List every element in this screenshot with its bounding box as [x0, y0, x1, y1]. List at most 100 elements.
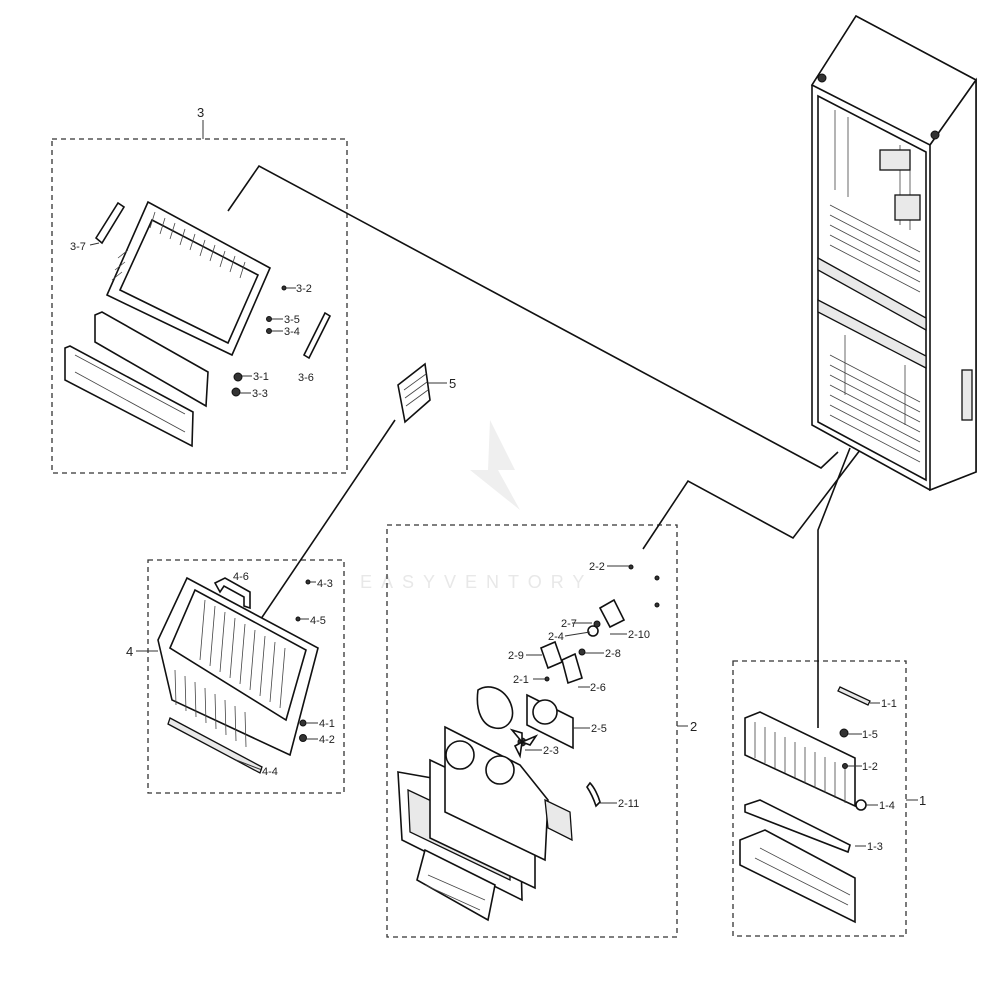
part-2-bottom-duct	[416, 848, 496, 922]
part-4-6-handle	[213, 577, 251, 610]
label-4-6: 4-6	[233, 571, 249, 583]
group-4-basket	[157, 576, 319, 774]
part-2-10-mount	[598, 598, 626, 629]
part-3-3-bolt	[231, 387, 241, 397]
part-2-9-bracket	[539, 640, 564, 670]
drawer-basket-mesh	[111, 211, 246, 281]
part-evaporator	[744, 711, 856, 808]
part-5-plate	[397, 362, 431, 424]
label-3-4: 3-4	[284, 326, 300, 338]
part-2-4-grommet	[587, 625, 599, 637]
part-2-screw-c	[654, 602, 660, 608]
cabinet-side-vent	[961, 369, 973, 421]
label-2-1: 2-1	[513, 674, 529, 686]
part-2-housing-port-a	[445, 740, 475, 770]
label-3-1: 3-1	[253, 371, 269, 383]
label-2-6: 2-6	[590, 682, 606, 694]
cabinet-hinge-left	[817, 73, 827, 83]
group-box-1	[732, 660, 907, 937]
watermark: EASYVENTORY	[360, 420, 584, 592]
part-labels: 3 5 4 2 1 3-7 3-2 3-5 3-4 3-6 3-1 3-3 4-…	[70, 105, 926, 853]
part-4-1-screw	[299, 719, 307, 727]
label-1-4: 1-4	[879, 800, 895, 812]
part-3-4-clip	[266, 328, 272, 334]
cabinet-side	[929, 77, 977, 492]
part-2-5-motor	[532, 699, 558, 725]
part-2-housing-port-b	[485, 755, 515, 785]
label-3-5: 3-5	[284, 314, 300, 326]
part-4-3-pin	[305, 579, 311, 585]
connector-group-5	[239, 419, 396, 651]
label-2-8: 2-8	[605, 648, 621, 660]
label-1-2: 1-2	[862, 761, 878, 773]
part-1-5-clip	[839, 728, 849, 738]
part-3-1-screw	[233, 372, 243, 382]
part-4-5-pin	[295, 616, 301, 622]
label-4-3: 4-3	[317, 578, 333, 590]
group-1-heater-assembly	[739, 686, 871, 924]
group-label-3: 3	[197, 105, 204, 120]
part-2-gasket	[544, 798, 573, 842]
group-3-drawer	[64, 200, 332, 448]
cabinet-mullion	[817, 298, 927, 370]
part-2-7-nut	[593, 620, 601, 628]
basket-ribs	[174, 599, 286, 748]
part-2-fan-duct	[476, 686, 514, 730]
cabinet-hinge-right	[930, 130, 940, 140]
label-4-2: 4-2	[319, 734, 335, 746]
part-3-2-pin	[281, 285, 287, 291]
cabinet-control-box	[879, 149, 911, 171]
leader-lines	[89, 120, 918, 847]
part-basket-inner	[168, 588, 307, 722]
evaporator-fins	[754, 722, 846, 803]
label-1-3: 1-3	[867, 841, 883, 853]
part-5-bracket	[397, 362, 431, 424]
part-3-6-rail	[302, 311, 332, 360]
part-2-3-fan-blade	[509, 728, 539, 759]
connector-group-3	[227, 164, 839, 469]
group-label-5: 5	[449, 376, 456, 391]
label-2-9: 2-9	[508, 650, 524, 662]
label-2-2: 2-2	[589, 561, 605, 573]
label-2-11: 2-11	[618, 798, 639, 810]
label-2-4: 2-4	[548, 631, 564, 643]
drawer-cover-lines	[74, 354, 186, 433]
connector-lines	[227, 164, 871, 728]
part-drawer-cover	[64, 345, 194, 448]
cabinet-divider	[817, 256, 927, 332]
label-4-5: 4-5	[310, 615, 326, 627]
part-1-1-rod	[837, 686, 871, 706]
cabinet-sensor	[894, 194, 921, 221]
refrigerator-cabinet	[810, 14, 978, 492]
part-2-6-bracket	[561, 652, 583, 685]
group-label-4: 4	[126, 644, 133, 659]
group-label-1: 1	[919, 793, 926, 808]
part-drawer-front-frame	[94, 311, 209, 408]
label-3-2: 3-2	[296, 283, 312, 295]
part-2-8-washer	[578, 648, 586, 656]
label-3-7: 3-7	[70, 241, 86, 253]
tray-lines	[754, 847, 851, 906]
cabinet-shelf-ribs	[829, 110, 921, 463]
part-drawer-basket-inner	[118, 218, 260, 345]
part-1-3-heater	[744, 799, 851, 854]
label-3-6: 3-6	[298, 372, 314, 384]
part-1-4-fuse	[855, 799, 867, 811]
label-3-3: 3-3	[252, 388, 268, 400]
connector-group-1	[817, 447, 851, 728]
watermark-logo-icon	[470, 420, 520, 510]
part-2-1-screw	[544, 676, 550, 682]
part-2-2-screw	[628, 564, 634, 570]
label-2-7: 2-7	[561, 618, 577, 630]
bottom-duct-lines	[424, 874, 486, 911]
part-5-ribs	[403, 373, 429, 407]
part-4-2-bolt	[299, 734, 307, 742]
label-2-5: 2-5	[591, 723, 607, 735]
group-label-2: 2	[690, 719, 697, 734]
label-4-1: 4-1	[319, 718, 335, 730]
part-3-7-rail	[94, 201, 126, 245]
part-3-5-clip	[266, 316, 272, 322]
label-1-5: 1-5	[862, 729, 878, 741]
part-1-2-screw	[842, 763, 848, 769]
